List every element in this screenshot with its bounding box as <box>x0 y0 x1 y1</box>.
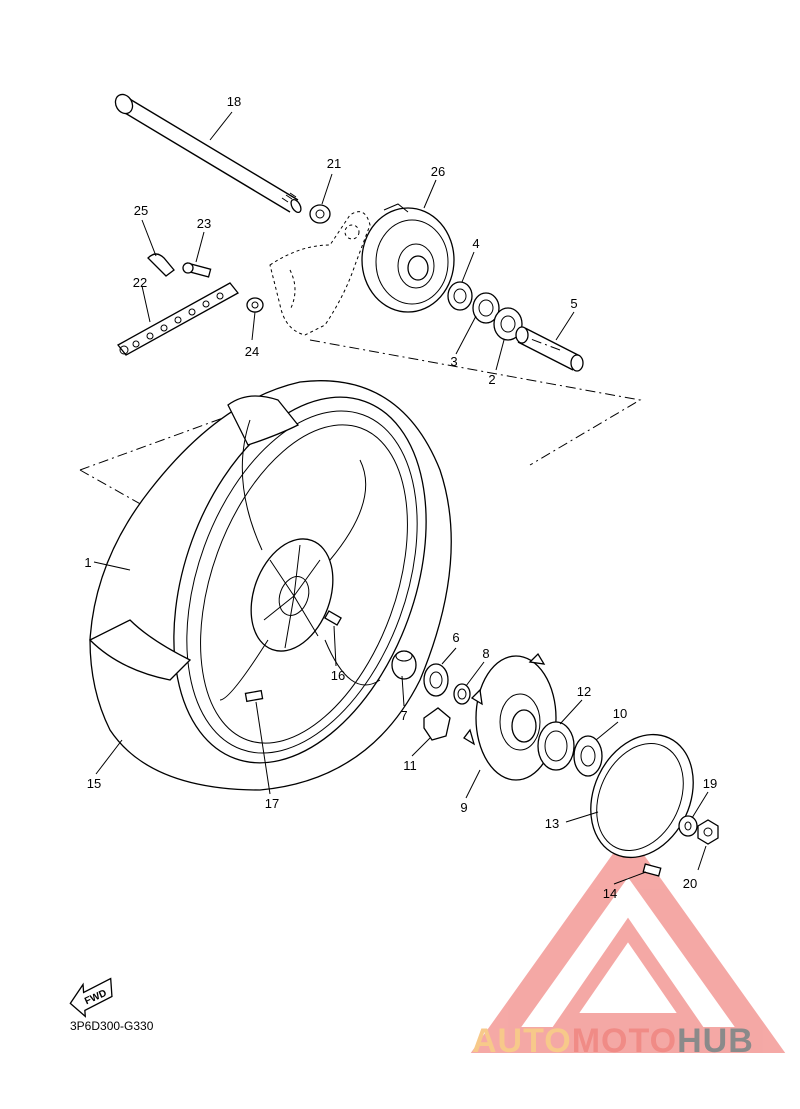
callout-17: 17 <box>265 796 279 811</box>
callout-1: 1 <box>84 555 91 570</box>
bearing-stack <box>447 281 584 372</box>
callout-2: 2 <box>488 372 495 387</box>
leader-lines <box>93 111 709 885</box>
watermark-part-auto: AUTO <box>472 1022 572 1060</box>
brake-disc-part-26 <box>361 203 455 313</box>
svg-text:AUTOMOTOHUB: AUTOMOTOHUB <box>472 1022 754 1060</box>
callout-12: 12 <box>577 684 591 699</box>
callout-11: 11 <box>403 758 417 773</box>
callout-7: 7 <box>400 708 407 723</box>
callout-8: 8 <box>482 646 489 661</box>
hub-parts-left <box>391 650 471 741</box>
callout-14: 14 <box>603 886 617 901</box>
callout-15: 15 <box>87 776 101 791</box>
callout-25: 25 <box>134 203 148 218</box>
rear-wheel-part-1 <box>88 380 452 791</box>
callout-20: 20 <box>683 876 697 891</box>
callout-13: 13 <box>545 816 559 831</box>
callout-18: 18 <box>227 94 241 109</box>
callout-24: 24 <box>245 344 259 359</box>
fwd-arrow-icon: FWD <box>69 977 113 1018</box>
hub-parts-right <box>537 721 603 777</box>
callout-16: 16 <box>331 668 345 683</box>
callout-26: 26 <box>431 164 445 179</box>
chain-adjuster-parts <box>117 253 264 356</box>
caliper-ghost <box>269 211 371 336</box>
fasteners-14-19-20 <box>642 815 719 877</box>
washer-part-21 <box>309 204 331 224</box>
diagram-code: 3P6D300-G330 <box>70 1019 154 1033</box>
callout-5: 5 <box>570 296 577 311</box>
watermark-logo <box>470 832 786 1053</box>
watermark-part-hub: HUB <box>677 1022 754 1060</box>
callout-22: 22 <box>133 275 147 290</box>
callout-21: 21 <box>327 156 341 171</box>
callout-10: 10 <box>613 706 627 721</box>
callout-9: 9 <box>460 800 467 815</box>
watermark-text: AUTOMOTOHUB <box>472 1022 754 1060</box>
watermark-part-moto: MOTO <box>572 1022 677 1060</box>
callout-6: 6 <box>452 630 459 645</box>
callout-3: 3 <box>450 354 457 369</box>
callout-4: 4 <box>472 236 479 251</box>
callout-labels: 18 21 26 25 23 22 24 4 5 3 2 1 16 6 8 7 … <box>84 94 717 901</box>
clutch-hub-part-9 <box>463 652 557 781</box>
callout-19: 19 <box>703 776 717 791</box>
callout-23: 23 <box>197 216 211 231</box>
axle-part-18 <box>114 93 302 214</box>
